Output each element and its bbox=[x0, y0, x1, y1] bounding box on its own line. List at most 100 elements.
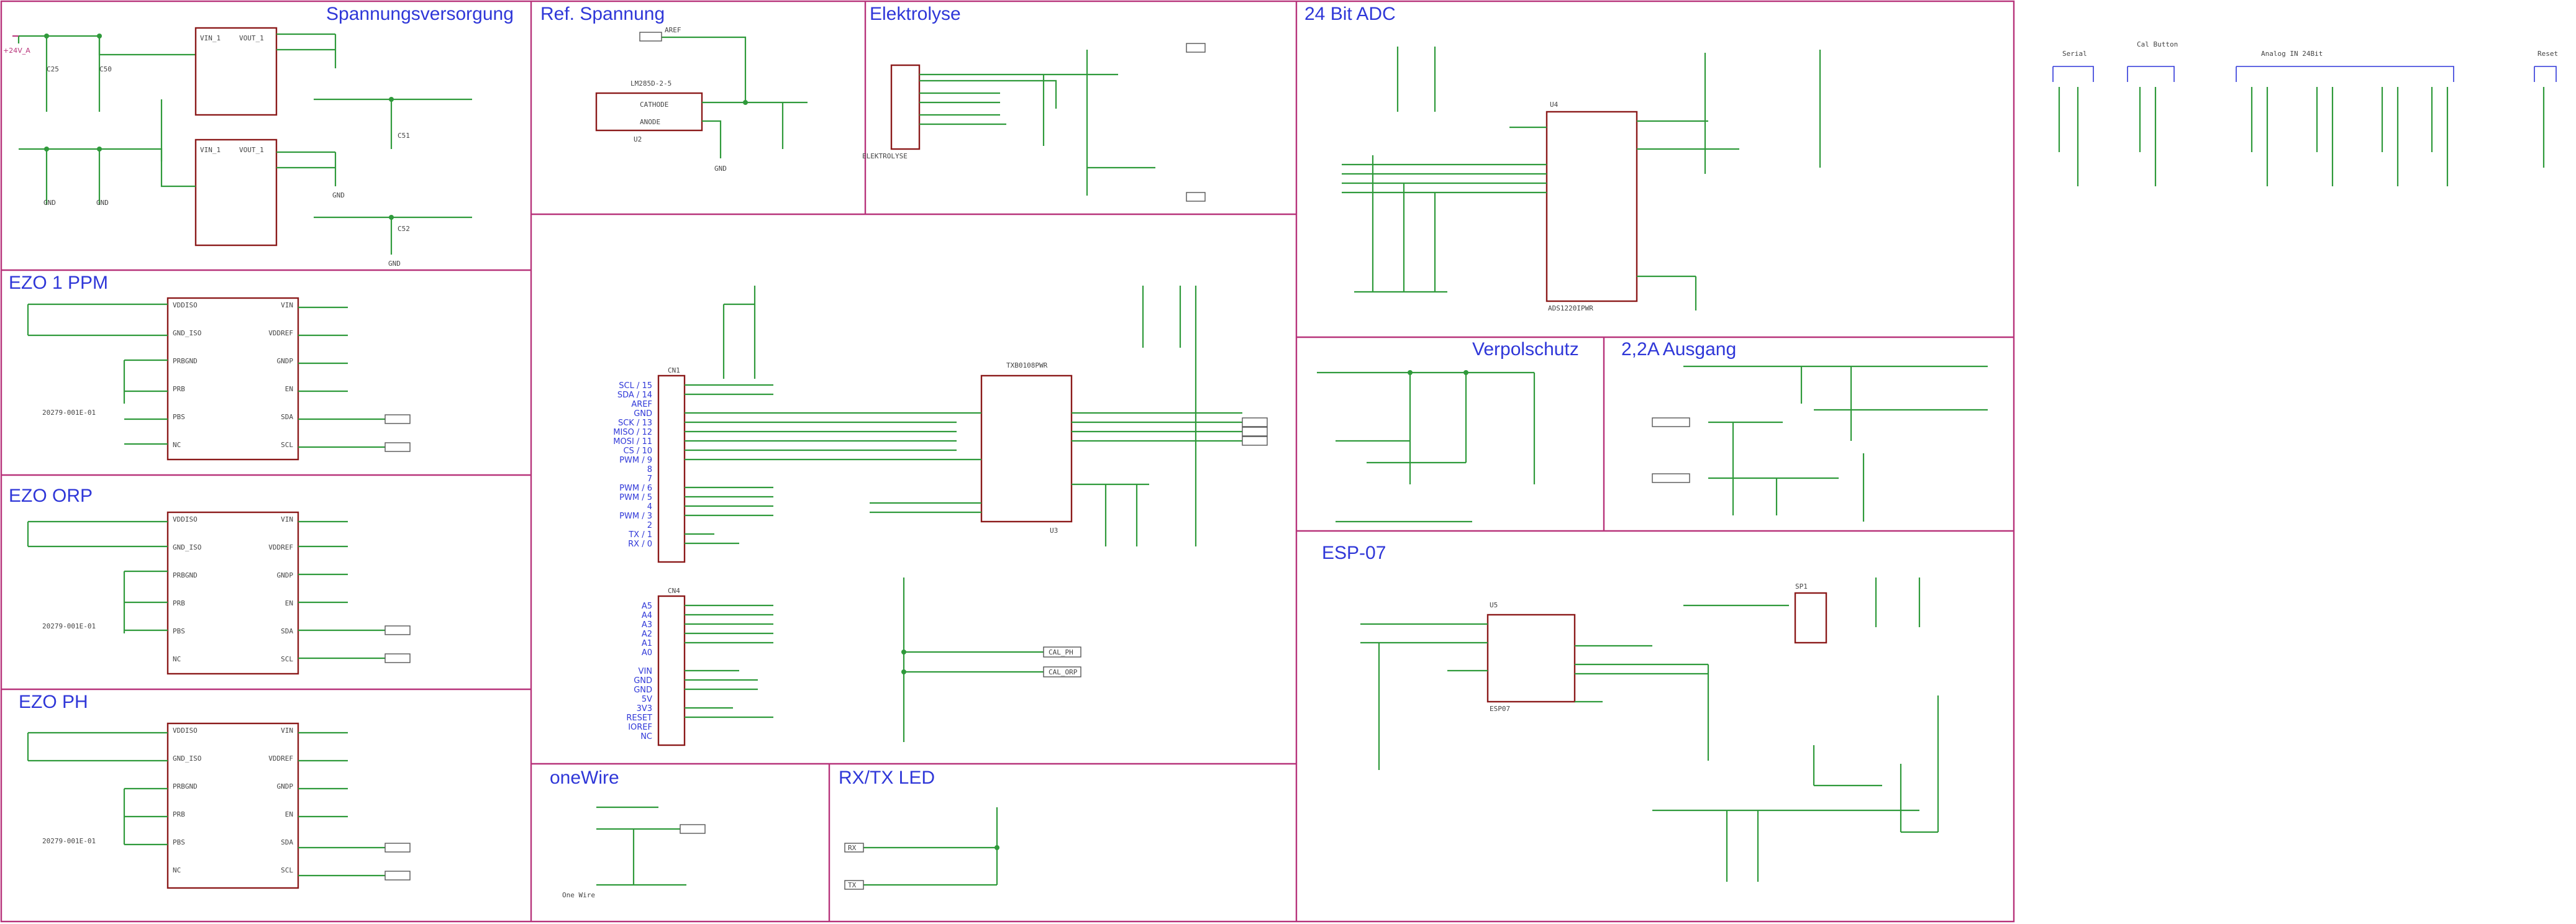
arduino-pin2-label: A0 bbox=[642, 648, 652, 658]
rx-tag-label: RX bbox=[848, 844, 857, 852]
arduino-pin2-label: A2 bbox=[642, 630, 652, 639]
ezo-left-pin-label: PBS bbox=[173, 627, 185, 635]
sp1-label: SP1 bbox=[1795, 582, 1808, 591]
svg-text:20279-001E-01: 20279-001E-01 bbox=[42, 622, 96, 630]
elektrolyse-connector-label: ELEKTROLYSE bbox=[862, 152, 908, 160]
cal-orp-label: CAL_ORP bbox=[1049, 668, 1078, 676]
section-title-rxtx: RX/TX LED bbox=[839, 768, 935, 788]
power-label-24v: +24V_A bbox=[3, 47, 30, 55]
section-title-esp: ESP-07 bbox=[1322, 543, 1386, 563]
onewire-label: One Wire bbox=[562, 891, 595, 899]
arduino-connectors: CN1 CN4 bbox=[657, 286, 957, 746]
ezo-left-pin-label: NC bbox=[173, 866, 181, 874]
svg-text:AREF: AREF bbox=[665, 26, 681, 34]
arduino-pin2-label: NC bbox=[640, 732, 652, 741]
ezo-orp-block: 20279-001E-01 bbox=[27, 511, 411, 675]
onewire-block: One Wire bbox=[562, 806, 706, 899]
u4-part-label: ADS1220IPWR bbox=[1548, 304, 1593, 312]
adc-block: ADS1220IPWR U4 bbox=[1342, 47, 1821, 312]
ezo-right-pin-label: EN bbox=[285, 810, 293, 818]
arduino-pin2-label: 5V bbox=[642, 695, 652, 704]
ezo-right-pin-label: GNDP bbox=[277, 782, 294, 790]
ref-voltage-block: CATHODE ANODE LM285D-2-5 U2 AREF GND bbox=[595, 26, 808, 173]
arduino-pin2-label: A1 bbox=[642, 639, 652, 648]
ezo-right-pin-label: VIN bbox=[281, 301, 293, 309]
svg-text:GND: GND bbox=[388, 260, 401, 268]
arduino-pin-label: PWM / 5 bbox=[619, 493, 652, 502]
ezo-left-pin-label: NC bbox=[173, 655, 181, 663]
ezo-right-pin-label: EN bbox=[285, 385, 293, 393]
ezo-left-pin-label: NC bbox=[173, 441, 181, 449]
arduino-pin-label: PWM / 3 bbox=[619, 512, 652, 521]
cn4-label: CN4 bbox=[668, 587, 680, 595]
u2-ref-label: U2 bbox=[634, 135, 642, 143]
svg-text:C52: C52 bbox=[398, 225, 410, 233]
ezo-right-pin-label: SCL bbox=[281, 441, 293, 449]
ezo-left-pin-label: PRB bbox=[173, 385, 185, 393]
ezo-right-pin-label: EN bbox=[285, 599, 293, 607]
ezo-right-pin-label: SDA bbox=[281, 413, 293, 421]
level-shifter-block: TXB0108PWR U3 bbox=[870, 286, 1268, 546]
svg-text:VIN_1: VIN_1 bbox=[200, 34, 221, 42]
ezo-left-pin-label: PRB bbox=[173, 599, 185, 607]
arduino-pin-label: SCL / 15 bbox=[619, 381, 652, 391]
arduino-pin-label: RX / 0 bbox=[628, 540, 652, 549]
cal-block: CAL_PH CAL_ORP bbox=[901, 578, 1081, 742]
arduino-pin2-label: VIN bbox=[639, 667, 652, 676]
right-connector-headers: Serial Cal Button Analog IN 24Bit Reset bbox=[2052, 40, 2558, 186]
ezo-left-pin-label: GND_ISO bbox=[173, 754, 201, 763]
ezo-left-pin-label: PRB bbox=[173, 810, 185, 818]
ezo-right-pin-label: SCL bbox=[281, 655, 293, 663]
ezo-left-pin-label: PBS bbox=[173, 413, 185, 421]
svg-text:20279-001E-01: 20279-001E-01 bbox=[42, 837, 96, 845]
elektrolyse-block: ELEKTROLYSE bbox=[862, 43, 1206, 202]
arduino-pin2-label: GND bbox=[634, 686, 652, 695]
section-title-verpol: Verpolschutz bbox=[1472, 339, 1579, 360]
section-frames bbox=[0, 0, 2015, 923]
u2-cathode-label: CATHODE bbox=[640, 101, 668, 109]
ezo-right-pin-label: GNDP bbox=[277, 571, 294, 579]
arduino-pin-label: SCK / 13 bbox=[618, 419, 652, 428]
cn1-label: CN1 bbox=[668, 366, 680, 374]
arduino-pin-label: AREF bbox=[631, 400, 652, 409]
arduino-pin-label: MOSI / 11 bbox=[613, 437, 652, 446]
u3-ref-label: U3 bbox=[1050, 527, 1058, 535]
analog-header-label: Analog IN 24Bit bbox=[2261, 50, 2323, 58]
esp-block: U5 ESP07 SP1 bbox=[1360, 578, 1939, 882]
u5-ref-label: U5 bbox=[1490, 601, 1498, 609]
ezo-right-pin-label: VDDREF bbox=[268, 754, 293, 763]
arduino-pin2-label: A5 bbox=[642, 602, 652, 611]
ezo-right-pin-label: SDA bbox=[281, 627, 293, 635]
svg-text:VOUT_1: VOUT_1 bbox=[239, 146, 264, 154]
verpol-block bbox=[1317, 370, 1536, 523]
ezo-right-pin-label: SCL bbox=[281, 866, 293, 874]
ezo-right-pin-label: SDA bbox=[281, 838, 293, 846]
output-block bbox=[1652, 365, 1988, 522]
ezo-left-pin-label: VDDISO bbox=[173, 301, 198, 309]
u2-anode-label: ANODE bbox=[640, 118, 660, 126]
ezo-left-pin-label: VDDISO bbox=[173, 515, 198, 523]
ezo-right-pin-label: GNDP bbox=[277, 357, 294, 365]
ezo-left-pin-label: PRBGND bbox=[173, 571, 198, 579]
svg-text:VIN_1: VIN_1 bbox=[200, 146, 221, 154]
ezo-left-pin-label: VDDISO bbox=[173, 727, 198, 735]
section-title-ausgang: 2,2A Ausgang bbox=[1621, 339, 1736, 360]
arduino-pin2-label: A4 bbox=[642, 611, 652, 620]
cal-ph-label: CAL_PH bbox=[1049, 648, 1073, 656]
arduino-pin-label: MISO / 12 bbox=[613, 428, 652, 437]
arduino-pin2-label: RESET bbox=[626, 713, 652, 723]
section-title-adc: 24 Bit ADC bbox=[1304, 4, 1396, 24]
ezo-left-pin-label: PRBGND bbox=[173, 357, 198, 365]
section-title-onewire: oneWire bbox=[550, 768, 619, 788]
reset-header-label: Reset bbox=[2537, 50, 2558, 58]
ezo-left-pin-label: GND_ISO bbox=[173, 329, 201, 337]
arduino-pin-label: 8 bbox=[647, 465, 652, 474]
arduino-pin2-label: A3 bbox=[642, 620, 652, 630]
rxtx-led-block: RX TX bbox=[844, 807, 999, 890]
section-title-power: Spannungsversorgung bbox=[326, 4, 514, 24]
ezo-left-pin-label: PRBGND bbox=[173, 782, 198, 790]
section-title-ref: Ref. Spannung bbox=[540, 4, 665, 24]
svg-text:GND: GND bbox=[332, 191, 345, 199]
ezo-ppm-part: 20279-001E-01 bbox=[42, 409, 96, 417]
u5-part-label: ESP07 bbox=[1490, 705, 1510, 713]
